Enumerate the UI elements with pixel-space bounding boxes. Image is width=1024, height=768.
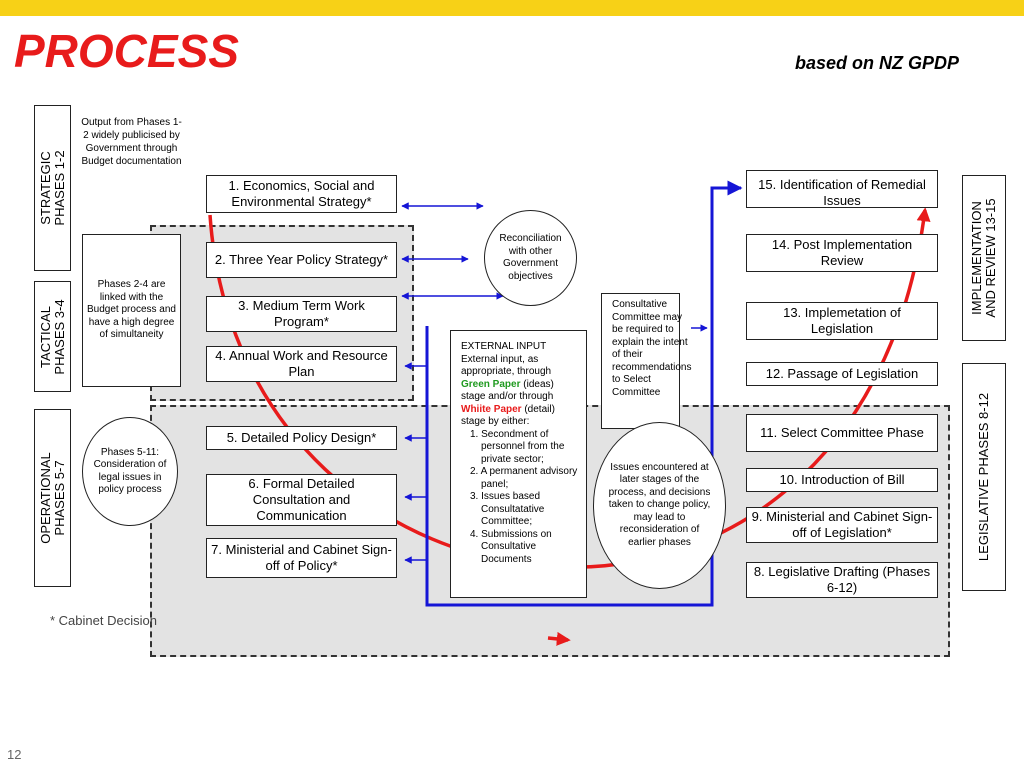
step-9-box: 9. Ministerial and Cabinet Sign-off of L… <box>746 507 938 543</box>
external-input-item: 1. Secondment of personnel from the priv… <box>470 428 565 465</box>
output-phases-note: Output from Phases 1-2 widely publicised… <box>81 117 182 167</box>
step-1-box: 1. Economics, Social and Environmental S… <box>206 175 397 213</box>
issues-oval: Issues encountered at later stages of th… <box>593 422 726 589</box>
page-number: 12 <box>7 747 22 762</box>
external-input-heading: EXTERNAL INPUT <box>461 341 547 352</box>
cabinet-decision-note: * Cabinet Decision <box>50 613 157 628</box>
step-5-box: 5. Detailed Policy Design* <box>206 426 397 450</box>
phases-2-4-note: Phases 2-4 are linked with the Budget pr… <box>82 234 181 387</box>
step-8-box: 8. Legislative Drafting (Phases 6-12) <box>746 562 938 598</box>
phases-5-11-oval: Phases 5-11: Consideration of legal issu… <box>82 417 178 526</box>
page-title: PROCESS <box>14 25 239 77</box>
step-15-box: 15. Identification of Remedial Issues <box>746 170 938 208</box>
step-11-box: 11. Select Committee Phase <box>746 414 938 452</box>
step-4-box: 4. Annual Work and Resource Plan <box>206 346 397 382</box>
legislative-phase-label: LEGISLATIVE PHASES 8-12 <box>962 363 1006 591</box>
reconciliation-oval: Reconciliation with other Government obj… <box>484 210 577 306</box>
page-subtitle: based on NZ GPDP <box>795 53 960 73</box>
step-3-box: 3. Medium Term Work Program* <box>206 296 397 332</box>
external-input-item: 3. Issues based Consultatative Committee… <box>470 491 545 527</box>
step-6-box: 6. Formal Detailed Consultation and Comm… <box>206 474 397 526</box>
step-12-box: 12. Passage of Legislation <box>746 362 938 386</box>
external-input-text: External input, as appropriate, through … <box>461 353 555 428</box>
operational-phase-label: OPERATIONAL PHASES 5-7 <box>34 409 71 587</box>
implementation-phase-label: IMPLEMENTATION AND REVIEW 13-15 <box>962 175 1006 341</box>
step-7-box: 7. Ministerial and Cabinet Sign-off of P… <box>206 538 397 578</box>
top-accent-bar <box>0 0 1024 16</box>
blue-feedback-loop <box>425 180 743 607</box>
strategic-phase-label: STRATEGIC PHASES 1-2 <box>34 105 71 271</box>
red-arc-midpoint-arrow <box>547 631 571 646</box>
step-10-box: 10. Introduction of Bill <box>746 468 938 492</box>
tactical-phase-label: TACTICAL PHASES 3-4 <box>34 281 71 392</box>
consultative-committee-note: Consultative Committee may be required t… <box>601 293 691 429</box>
step-13-box: 13. Implemetation of Legislation <box>746 302 938 340</box>
external-input-box: EXTERNAL INPUT External input, as approp… <box>450 330 587 598</box>
step-2-box: 2. Three Year Policy Strategy* <box>206 242 397 278</box>
external-input-item: 2. A permanent advisory panel; <box>470 466 578 490</box>
step-14-box: 14. Post Implementation Review <box>746 234 938 272</box>
external-input-item: 4. Submissions on Consultative Documents <box>470 528 552 565</box>
